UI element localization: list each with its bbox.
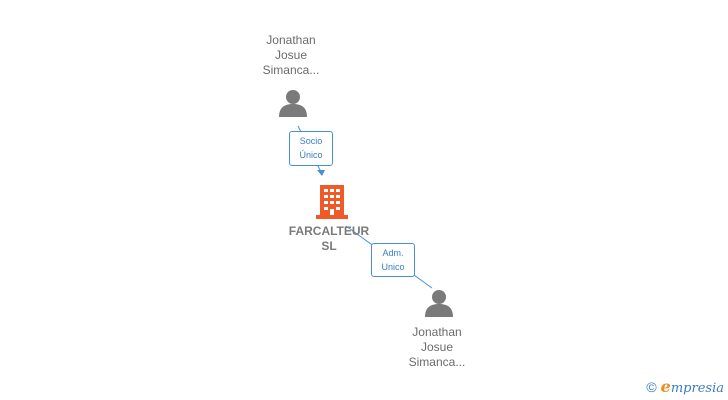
top-person-name-line-1: Jonathan bbox=[266, 33, 316, 47]
relation-socio-line-2: Único bbox=[299, 150, 323, 160]
building-icon[interactable] bbox=[316, 185, 348, 219]
bottom-person-name-line-1: Jonathan bbox=[412, 325, 462, 339]
company-name[interactable]: FARCALTEUR SL bbox=[269, 224, 389, 254]
empresia-logo-e: e bbox=[660, 377, 671, 396]
relation-socio-line-1: Socio bbox=[299, 136, 323, 146]
relation-adm-line-1: Adm. bbox=[382, 248, 404, 258]
empresia-logo-text: mpresia bbox=[670, 381, 724, 396]
relation-adm-unico[interactable]: Adm. Unico bbox=[371, 243, 415, 277]
company-name-line-2: SL bbox=[321, 239, 337, 253]
person-icon[interactable] bbox=[278, 88, 308, 118]
company-name-line-1: FARCALTEUR bbox=[288, 224, 370, 238]
relation-socio-unico[interactable]: Socio Único bbox=[289, 131, 333, 166]
top-person-name[interactable]: Jonathan Josue Simanca... bbox=[231, 33, 351, 78]
bottom-person-name[interactable]: Jonathan Josue Simanca... bbox=[377, 325, 497, 370]
person-icon[interactable] bbox=[424, 288, 454, 318]
relation-adm-line-2: Unico bbox=[381, 262, 405, 272]
empresia-logo: empresia bbox=[661, 377, 724, 396]
empresia-watermark: © empresia bbox=[646, 377, 724, 396]
bottom-person-name-line-2: Josue bbox=[420, 340, 454, 354]
arrow-head-socio bbox=[317, 170, 325, 176]
top-person-name-line-2: Josue bbox=[274, 48, 308, 62]
top-person-name-line-3: Simanca... bbox=[262, 63, 320, 77]
copyright-symbol: © bbox=[646, 378, 657, 395]
bottom-person-name-line-3: Simanca... bbox=[408, 355, 466, 369]
